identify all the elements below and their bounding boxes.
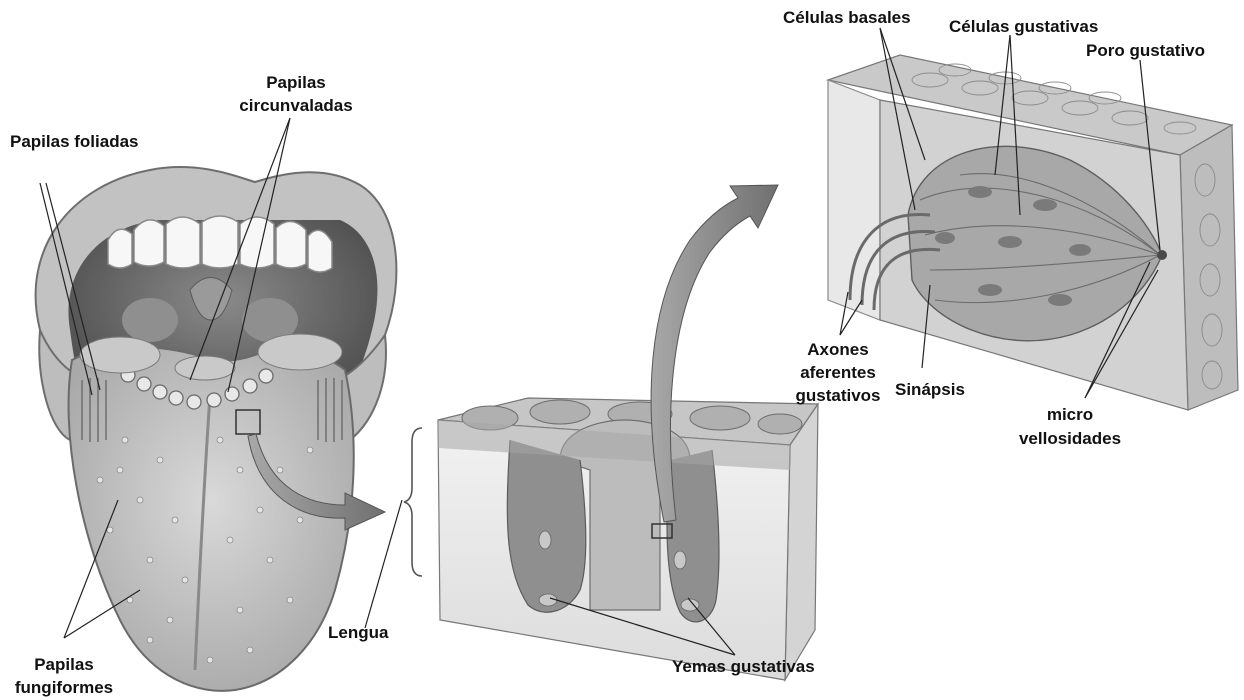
label-poro-gustativo: Poro gustativo [1086,41,1205,60]
label-celulas-gustativas: Células gustativas [949,17,1098,36]
upper-teeth [108,216,332,272]
label-micro-line2: vellosidades [1019,429,1121,448]
label-sinapsis: Sinápsis [895,380,965,399]
label-axones-line1: Axones [807,340,868,359]
label-axones-line3: gustativos [795,386,880,405]
label-celulas-basales: Células basales [783,8,911,27]
label-lengua: Lengua [328,623,389,642]
label-papilas-circunvaladas-line1: Papilas [266,73,326,92]
label-papilas-fungiformes-line2: fungiformes [15,678,113,697]
label-micro-line1: micro [1047,405,1093,424]
tongue-brace [404,428,422,576]
tongue-tissue-block [438,398,818,680]
label-axones-line2: aferentes [800,363,876,382]
label-papilas-circunvaladas-line2: circunvaladas [239,96,352,115]
label-yemas-gustativas: Yemas gustativas [672,657,815,676]
taste-bud-block [828,55,1238,410]
taste-pore [1157,250,1167,260]
mouth-illustration [36,167,397,691]
label-papilas-foliadas: Papilas foliadas [10,132,139,151]
label-papilas-fungiformes-line1: Papilas [34,655,94,674]
